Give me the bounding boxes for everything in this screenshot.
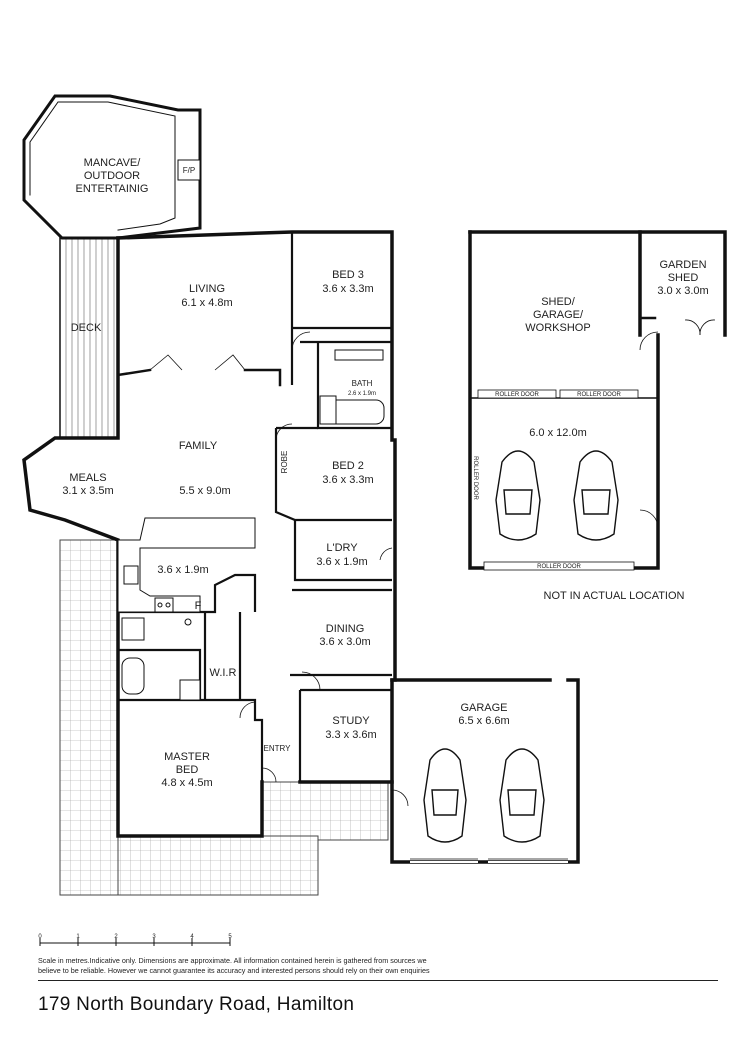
paving-south xyxy=(117,835,319,896)
car-garage-right xyxy=(499,748,545,843)
car-garage-left xyxy=(423,748,467,843)
roller-door-label-2: ROLLER DOOR xyxy=(577,392,621,398)
garden-shed-size: 3.0 x 3.0m xyxy=(657,285,708,297)
dining-size: 3.6 x 3.0m xyxy=(319,636,370,648)
fireplace-label: F/P xyxy=(183,166,195,175)
scale-tick-4: 4 xyxy=(190,934,194,940)
shed-label-2: GARAGE/ xyxy=(533,309,584,321)
family-label: FAMILY xyxy=(179,440,218,452)
wir-label: W.I.R xyxy=(210,667,237,679)
bath-label: BATH xyxy=(352,379,373,388)
not-actual-location-note: NOT IN ACTUAL LOCATION xyxy=(544,590,685,602)
meals-size: 3.1 x 3.5m xyxy=(62,485,113,497)
paving-entry xyxy=(261,781,389,841)
bath-size: 2.6 x 1.9m xyxy=(348,391,376,397)
shed-walls xyxy=(468,230,727,571)
bed2-label: BED 2 xyxy=(332,460,364,472)
garage-walls xyxy=(390,678,580,864)
master-label-2: BED xyxy=(176,764,199,776)
laundry-label: L'DRY xyxy=(326,542,358,554)
fridge-label: F xyxy=(195,600,202,612)
scale-bar: 0 1 2 3 4 5 xyxy=(38,934,232,946)
scale-tick-3: 3 xyxy=(152,934,156,940)
study-label: STUDY xyxy=(332,715,370,727)
deck-area xyxy=(59,237,119,439)
scale-tick-1: 1 xyxy=(76,934,80,940)
bed3-size: 3.6 x 3.3m xyxy=(322,283,373,295)
property-address: 179 North Boundary Road, Hamilton xyxy=(38,994,355,1015)
mancave-label-3: ENTERTAINIG xyxy=(76,183,149,195)
bathroom-fixtures xyxy=(121,349,385,701)
interior-walls xyxy=(118,232,392,782)
family-size: 5.5 x 9.0m xyxy=(179,485,230,497)
deck-label: DECK xyxy=(71,322,102,334)
mancave-structure xyxy=(22,94,202,240)
robe2-label: ROBE xyxy=(280,451,289,474)
door-swings xyxy=(149,319,716,807)
scale-tick-0: 0 xyxy=(38,934,42,940)
meals-label: MEALS xyxy=(69,472,106,484)
dining-label: DINING xyxy=(326,623,365,635)
divider xyxy=(38,980,718,981)
entry-label: ENTRY xyxy=(264,744,292,753)
laundry-size: 3.6 x 1.9m xyxy=(316,556,367,568)
mancave-label-2: OUTDOOR xyxy=(84,170,140,182)
shed-label-3: WORKSHOP xyxy=(525,322,590,334)
garden-shed-label-1: GARDEN xyxy=(659,259,706,271)
bed2-size: 3.6 x 3.3m xyxy=(322,474,373,486)
car-shed-left xyxy=(495,450,541,541)
living-size: 6.1 x 4.8m xyxy=(181,297,232,309)
garage-size: 6.5 x 6.6m xyxy=(458,715,509,727)
master-label-1: MASTER xyxy=(164,751,210,763)
scale-tick-2: 2 xyxy=(114,934,118,940)
disclaimer-line-2: believe to be reliable. However we canno… xyxy=(38,966,430,975)
shed-size: 6.0 x 12.0m xyxy=(529,427,586,439)
master-size: 4.8 x 4.5m xyxy=(161,777,212,789)
garden-shed-label-2: SHED xyxy=(668,272,699,284)
garage-label: GARAGE xyxy=(460,702,507,714)
living-label: LIVING xyxy=(189,283,225,295)
roller-door-label-1: ROLLER DOOR xyxy=(495,392,539,398)
study-size: 3.3 x 3.6m xyxy=(325,729,376,741)
car-shed-right xyxy=(573,450,619,541)
roller-door-label-4: ROLLER DOOR xyxy=(472,456,478,500)
bed3-label: BED 3 xyxy=(332,269,364,281)
disclaimer: Scale in metres.Indicative only. Dimensi… xyxy=(38,956,498,976)
scale-tick-5: 5 xyxy=(228,934,232,940)
roller-door-label-3: ROLLER DOOR xyxy=(537,564,581,570)
kitchen-bench xyxy=(117,517,256,613)
disclaimer-line-1: Scale in metres.Indicative only. Dimensi… xyxy=(38,956,427,965)
mancave-label-1: MANCAVE/ xyxy=(84,157,142,169)
shed-label-1: SHED/ xyxy=(541,296,576,308)
house-walls xyxy=(22,230,397,838)
kitchen-size: 3.6 x 1.9m xyxy=(157,564,208,576)
